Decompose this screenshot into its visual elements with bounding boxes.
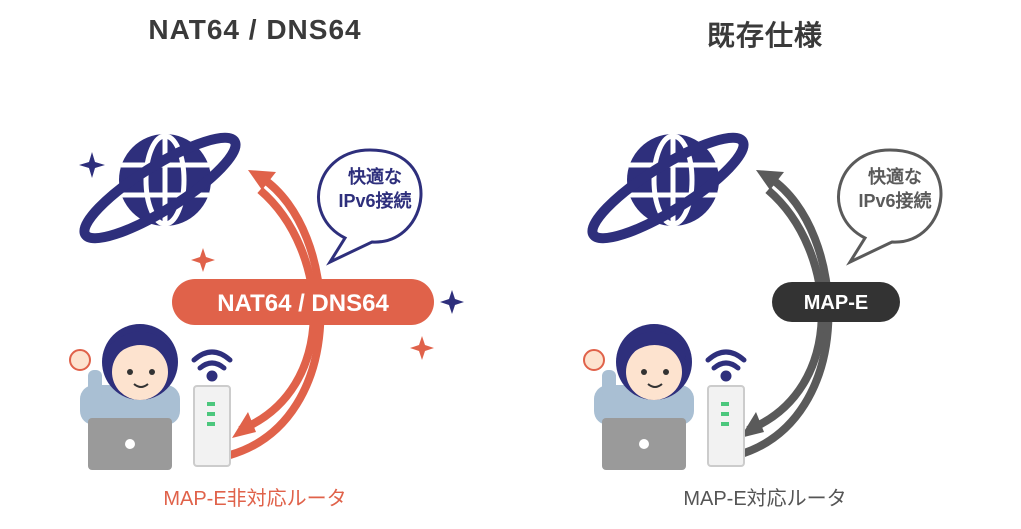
bubble-text-line2: IPv6接続 — [858, 190, 931, 211]
protocol-pill: MAP-E — [772, 282, 900, 322]
bubble-text-line2: IPv6接続 — [338, 190, 411, 211]
sparkle-icon — [191, 248, 215, 272]
panel-title: 既存仕様 — [706, 20, 823, 51]
laptop-icon — [88, 418, 172, 470]
router-icon — [193, 385, 231, 467]
router-icon — [707, 385, 745, 467]
speech-bubble-icon — [837, 148, 943, 266]
pill-label: NAT64 / DNS64 — [217, 290, 389, 317]
router-caption: MAP-E対応ルータ — [683, 488, 847, 510]
sparkle-icon — [440, 290, 464, 314]
bubble-text-line1: 快適な — [868, 166, 922, 187]
globe-icon — [587, 132, 749, 244]
existing-spec-panel: 既存仕様 快適な IPv6接続 MAP-E — [510, 0, 1020, 529]
router-caption: MAP-E非対応ルータ — [163, 488, 347, 510]
person-icon — [583, 324, 694, 425]
pill-label: MAP-E — [804, 292, 868, 314]
nat64-panel: NAT64 / DNS64 快適な IPv6接続 — [0, 0, 510, 529]
nat64-illustration: 快適な IPv6接続 NAT64 / DNS64 — [69, 132, 464, 470]
bubble-text-line1: 快適な — [348, 166, 402, 187]
speech-bubble-icon — [317, 148, 423, 266]
protocol-pill: NAT64 / DNS64 — [172, 279, 434, 325]
panel-title: NAT64 / DNS64 — [148, 14, 362, 45]
sparkle-icon — [79, 152, 105, 178]
wifi-icon — [705, 349, 747, 382]
wifi-icon — [191, 349, 233, 382]
person-icon — [69, 324, 180, 425]
globe-icon — [79, 132, 241, 244]
sparkle-icon — [410, 336, 434, 360]
map-e-illustration: 快適な IPv6接続 MAP-E — [583, 132, 943, 470]
laptop-icon — [602, 418, 686, 470]
